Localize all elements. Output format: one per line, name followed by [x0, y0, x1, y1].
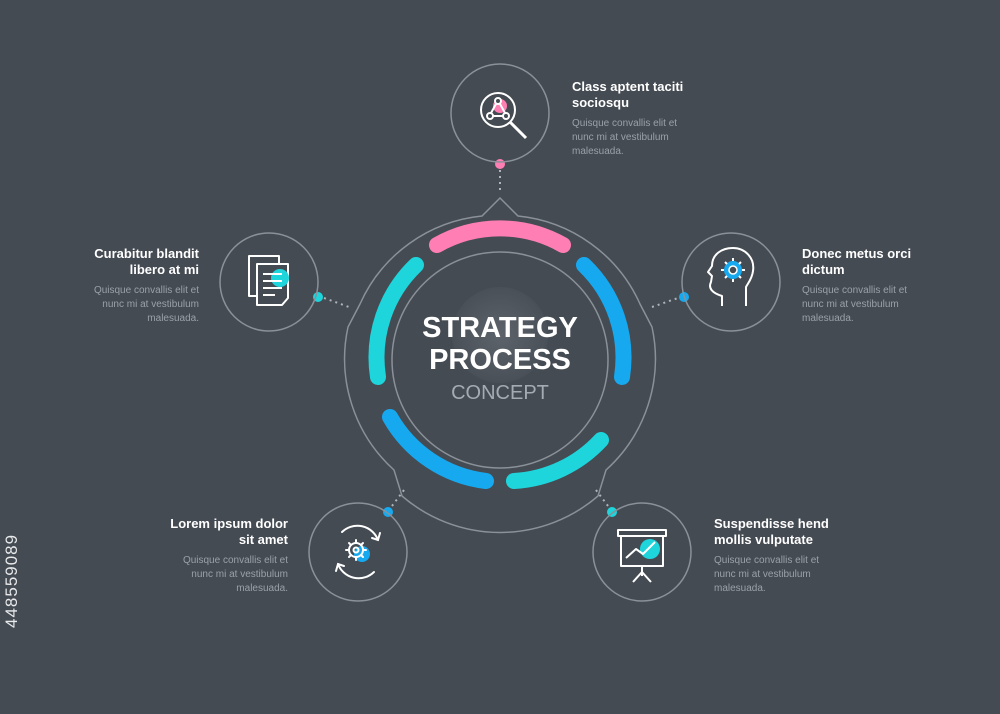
step-body-line: nunc mi at vestibulum [714, 569, 811, 580]
step-body-line: malesuada. [802, 313, 854, 324]
step-title-line2: sociosqu [572, 95, 630, 110]
step-label-bottom-right: Suspendisse hend mollis vulputate Quisqu… [714, 516, 894, 596]
step-title-line1: Class aptent taciti [572, 79, 684, 94]
connector-dot-top [495, 159, 505, 169]
step-body-line: Quisque convallis elit et [572, 118, 678, 129]
step-body: Quisque convallis elit et nunc mi at ves… [714, 554, 894, 596]
stock-id-text: 448559089 [2, 533, 21, 628]
connector-bottom-left [391, 489, 405, 507]
center-title-line1: STRATEGY [422, 312, 578, 344]
connector-right [651, 297, 679, 308]
step-circle-top [450, 63, 550, 163]
step-body-line: malesuada. [147, 313, 199, 324]
step-title-line1: Curabitur blandit [94, 246, 199, 261]
connector-bottom-right [595, 489, 609, 507]
step-title-line2: mollis vulputate [714, 532, 813, 547]
step-label-left: Curabitur blandit libero at mi Quisque c… [19, 246, 199, 326]
step-body-line: malesuada. [236, 583, 288, 594]
step-body: Quisque convallis elit et nunc mi at ves… [108, 554, 288, 596]
step-body-line: Quisque convallis elit et [182, 555, 288, 566]
segment-top [429, 220, 571, 253]
step-circle-bottom-right [592, 502, 692, 602]
center-subtitle: CONCEPT [451, 382, 549, 404]
step-body-line: nunc mi at vestibulum [191, 569, 288, 580]
step-body: Quisque convallis elit et nunc mi at ves… [802, 284, 982, 326]
step-body-line: nunc mi at vestibulum [572, 132, 669, 143]
segment-right-lower [506, 432, 609, 489]
step-body-line: Quisque convallis elit et [714, 555, 820, 566]
step-label-right: Donec metus orci dictum Quisque convalli… [802, 246, 982, 326]
step-body-line: malesuada. [714, 583, 766, 594]
step-title-line2: dictum [802, 262, 845, 277]
step-body-line: malesuada. [572, 146, 624, 157]
center-title-line2: PROCESS [429, 344, 571, 376]
step-label-bottom-left: Lorem ipsum dolor sit amet Quisque conva… [108, 516, 288, 596]
step-label-top: Class aptent taciti sociosqu Quisque con… [572, 79, 752, 159]
documents-icon [248, 255, 289, 306]
pentagon-outline [343, 196, 657, 534]
step-body-line: Quisque convallis elit et [802, 285, 908, 296]
step-circle-bottom-left [308, 502, 408, 602]
step-circle-left [219, 232, 319, 332]
step-body: Quisque convallis elit et nunc mi at ves… [19, 284, 199, 326]
step-title-line1: Lorem ipsum dolor [170, 516, 288, 531]
segment-left-upper [368, 257, 424, 385]
step-title-line1: Suspendisse hend [714, 516, 829, 531]
segment-right-upper [576, 257, 632, 385]
connector-left [323, 297, 350, 308]
step-circle-right [681, 232, 781, 332]
step-body: Quisque convallis elit et nunc mi at ves… [572, 117, 752, 159]
step-title-line2: sit amet [238, 532, 288, 547]
presentation-board-icon [617, 529, 667, 583]
inner-ring [391, 251, 609, 469]
head-gear-icon [707, 247, 755, 306]
molecule-search-icon [480, 92, 528, 140]
step-body-line: nunc mi at vestibulum [102, 299, 199, 310]
gear-cycle-icon [335, 524, 381, 580]
segment-left-lower [382, 409, 494, 489]
step-body-line: nunc mi at vestibulum [802, 299, 899, 310]
center-glow [452, 287, 548, 383]
step-body-line: Quisque convallis elit et [93, 285, 199, 296]
step-title-line2: libero at mi [129, 262, 199, 277]
step-title-line1: Donec metus orci [802, 246, 912, 261]
